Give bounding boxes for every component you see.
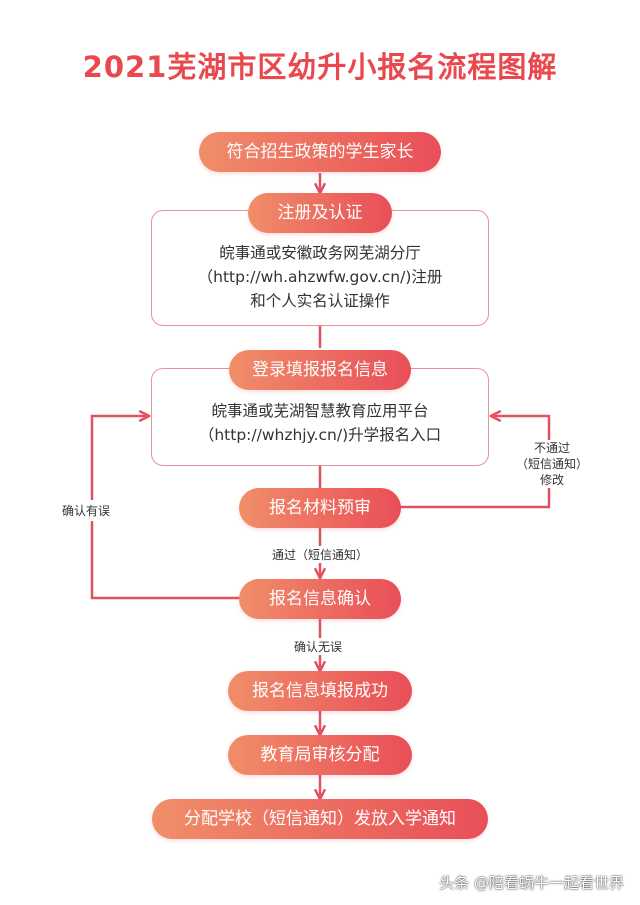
watermark: 头条 @陪看蜗牛一起看世界 bbox=[439, 874, 624, 892]
step-allocate: 教育局审核分配 bbox=[228, 735, 412, 775]
step-pre-review: 报名材料预审 bbox=[239, 488, 401, 528]
step-notice: 分配学校（短信通知）发放入学通知 bbox=[152, 799, 488, 839]
fill-detail-line: 皖事通或芜湖智慧教育应用平台 bbox=[211, 402, 429, 420]
register-detail-line: 皖事通或安徽政务网芜湖分厅 bbox=[219, 244, 421, 262]
label-passed: 通过（短信通知） bbox=[272, 546, 369, 563]
label-confirmed-ok: 确认无误 bbox=[294, 638, 343, 655]
step-fill-info: 登录填报报名信息 bbox=[229, 350, 411, 390]
step-register: 注册及认证 bbox=[248, 193, 392, 233]
page-title: 2021芜湖市区幼升小报名流程图解 bbox=[82, 50, 558, 84]
step-success: 报名信息填报成功 bbox=[228, 671, 412, 711]
fill-detail-line: （http://whzhjy.cn/)升学报名入口 bbox=[198, 426, 442, 444]
step-confirm: 报名信息确认 bbox=[239, 579, 401, 619]
register-detail-line: 和个人实名认证操作 bbox=[250, 292, 390, 310]
step-eligible: 符合招生政策的学生家长 bbox=[199, 132, 441, 172]
label-not-passed-line: （短信通知） bbox=[515, 457, 588, 471]
label-confirm-error: 确认有误 bbox=[62, 500, 111, 521]
register-detail-line: （http://wh.ahzwfw.gov.cn/)注册 bbox=[197, 268, 443, 286]
label-not-passed-line: 不通过 bbox=[533, 441, 570, 455]
label-not-passed: 不通过 （短信通知） 修改 bbox=[512, 440, 592, 488]
label-not-passed-line: 修改 bbox=[539, 473, 564, 487]
